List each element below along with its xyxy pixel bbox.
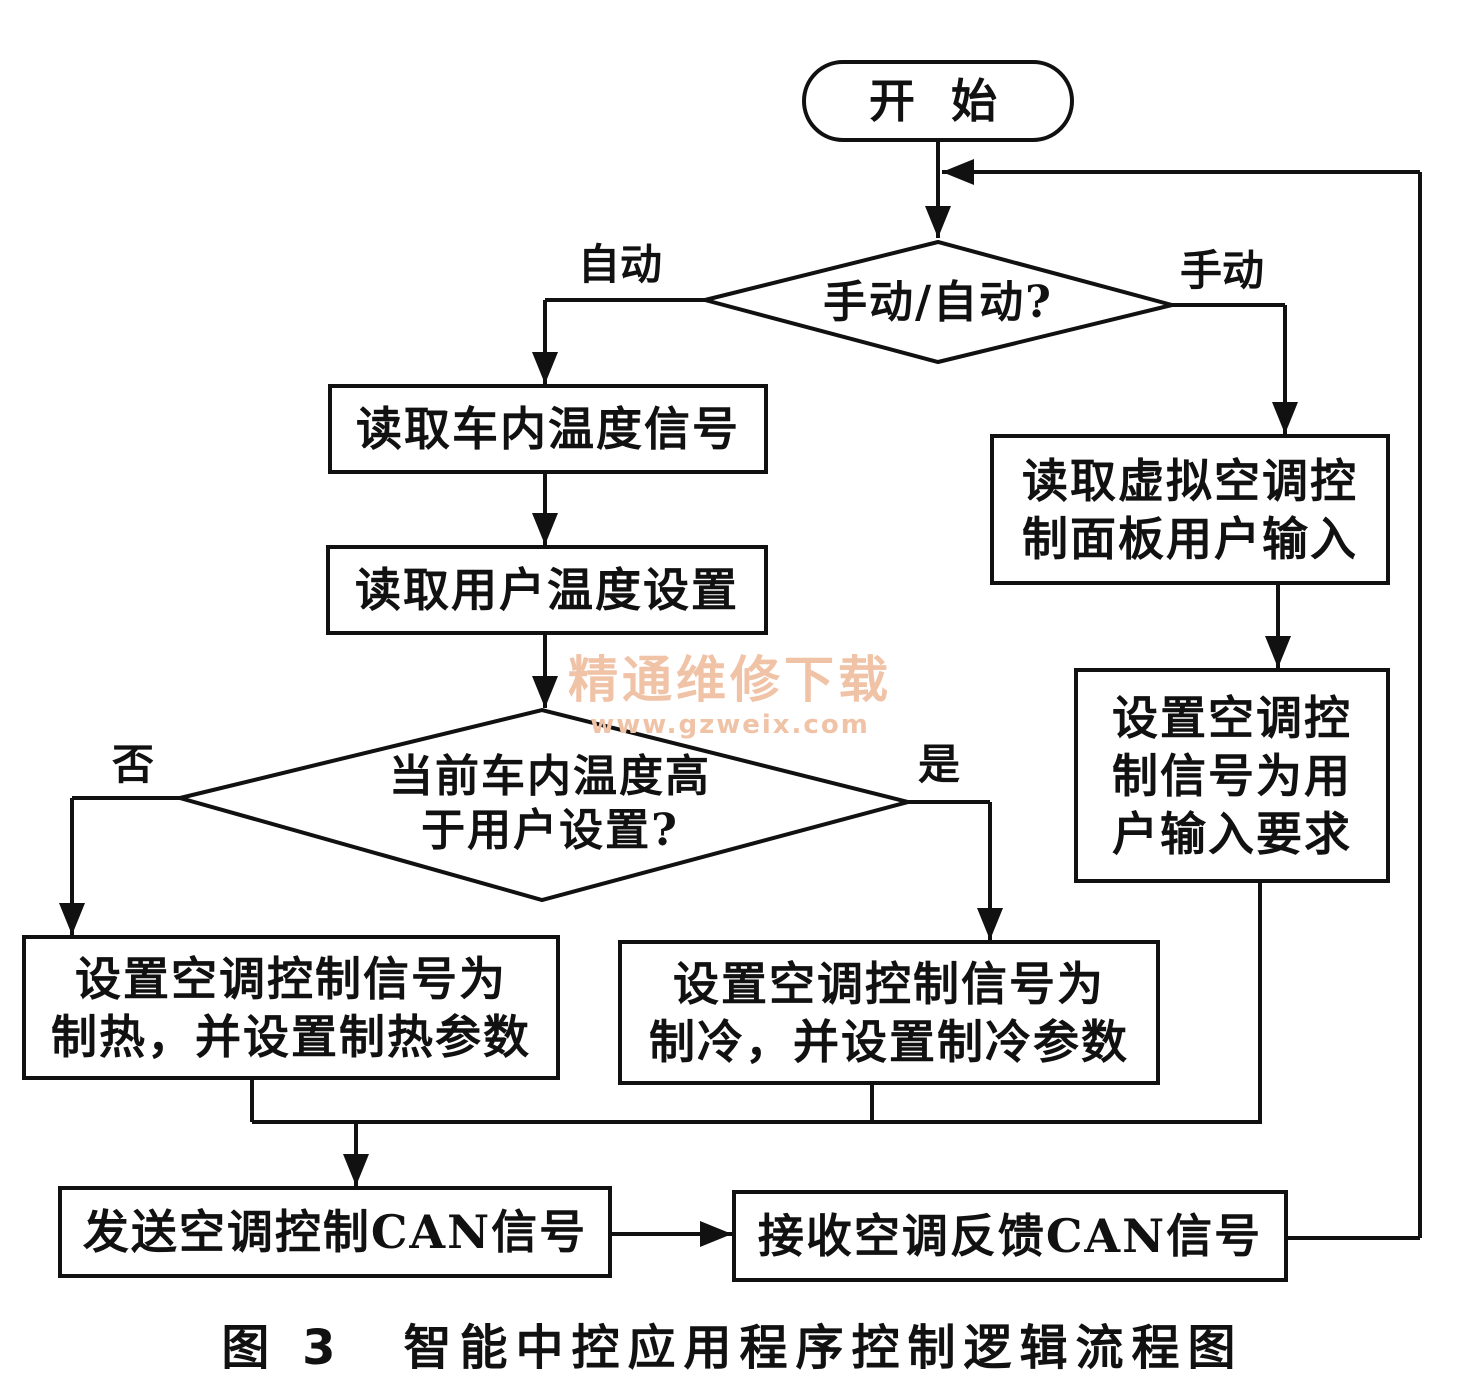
arrow-to-send-can bbox=[343, 1154, 369, 1186]
arrow-to-cooling bbox=[977, 908, 1003, 940]
arrow-to-virtual-panel bbox=[1272, 402, 1298, 434]
arrow-loop-back bbox=[942, 159, 974, 185]
process-read-cabin-temp: 读取车内温度信号 bbox=[328, 384, 768, 474]
watermark: 精通维修下载 www.gzweix.com bbox=[545, 650, 915, 740]
start-terminal: 开 始 bbox=[802, 60, 1074, 142]
process-send-can: 发送空调控制CAN信号 bbox=[58, 1186, 612, 1278]
label-auto: 自动 bbox=[578, 240, 663, 289]
process-set-cooling: 设置空调控制信号为 制冷，并设置制冷参数 bbox=[618, 940, 1160, 1085]
process-read-user-temp: 读取用户温度设置 bbox=[326, 545, 768, 635]
process-set-user-signal: 设置空调控 制信号为用 户输入要求 bbox=[1074, 668, 1390, 883]
watermark-url: www.gzweix.com bbox=[590, 710, 870, 740]
arrow-to-receive-can bbox=[700, 1221, 732, 1247]
arrow-to-set-user bbox=[1265, 636, 1291, 668]
process-receive-can: 接收空调反馈CAN信号 bbox=[732, 1190, 1288, 1282]
arrow-to-heating bbox=[59, 903, 85, 935]
label-no: 否 bbox=[112, 740, 155, 789]
arrow-to-read-cabin bbox=[532, 352, 558, 384]
decision-temp-text: 当前车内温度高 于用户设置? bbox=[389, 751, 711, 856]
arrow-to-temp-decision bbox=[532, 676, 558, 708]
arrow-to-mode-decision bbox=[925, 206, 951, 238]
figure-caption: 图 3 智能中控应用程序控制逻辑流程图 bbox=[0, 1318, 1465, 1378]
figure-title: 智能中控应用程序控制逻辑流程图 bbox=[403, 1320, 1244, 1376]
figure-number: 图 3 bbox=[221, 1320, 344, 1376]
watermark-title: 精通维修下载 bbox=[568, 651, 892, 709]
label-manual: 手动 bbox=[1180, 246, 1265, 295]
decision-mode-text: 手动/自动? bbox=[823, 277, 1053, 328]
process-set-heating: 设置空调控制信号为 制热，并设置制热参数 bbox=[22, 935, 560, 1080]
process-read-virtual-panel: 读取虚拟空调控 制面板用户输入 bbox=[990, 434, 1390, 585]
arrow-to-read-user bbox=[532, 513, 558, 545]
label-yes: 是 bbox=[918, 740, 961, 789]
